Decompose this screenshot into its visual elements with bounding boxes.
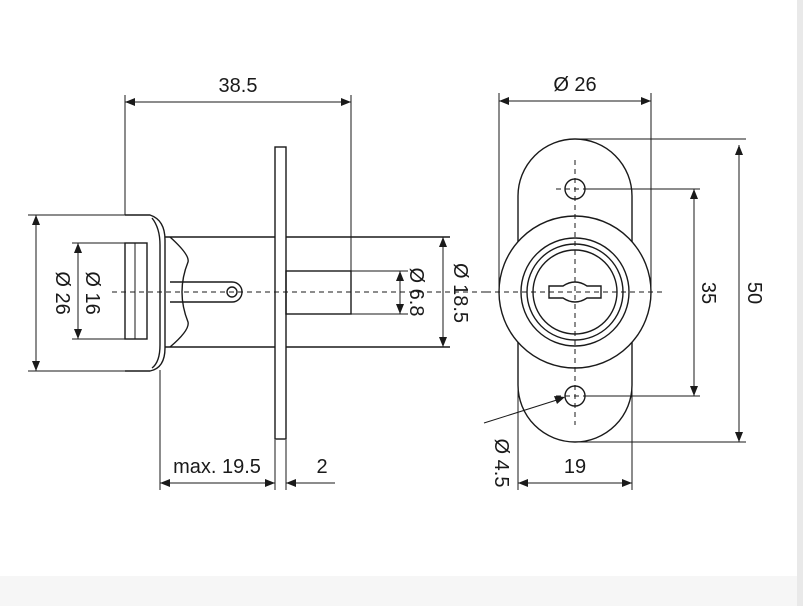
front-view: Ø 26 35 50 19 Ø — [483, 74, 765, 490]
dim-bore-dia: Ø 16 — [81, 271, 103, 314]
mounting-plate — [274, 146, 287, 440]
dim-body-dia: Ø 18.5 — [449, 263, 471, 323]
leader-line — [483, 398, 561, 424]
keyway — [548, 281, 602, 303]
dim-length: 38.5 — [219, 75, 258, 97]
dim-pin-dia: Ø 6.8 — [405, 268, 427, 317]
dim-plate-thickness: 2 — [316, 456, 327, 478]
front-bezel — [498, 215, 652, 369]
body-cutaway — [169, 236, 189, 348]
dim-hole-dia: Ø 4.5 — [490, 439, 512, 488]
lock-bezel — [125, 214, 166, 372]
cam-hole — [226, 286, 238, 298]
dim-plate-width: 19 — [564, 456, 586, 478]
arrow — [554, 396, 565, 404]
dim-hole-spacing: 35 — [697, 282, 719, 304]
side-view: 38.5 Ø 26 Ø 16 — [28, 75, 488, 490]
cylinder-ring-outer — [520, 237, 630, 347]
dim-plate-height: 50 — [743, 282, 765, 304]
dim-flange-dia: Ø 26 — [51, 271, 73, 314]
dim-max-depth: max. 19.5 — [173, 456, 261, 478]
right-edge — [797, 0, 803, 606]
dim-front-dia: Ø 26 — [553, 74, 596, 96]
bezel-front — [124, 242, 148, 340]
bezel-inner — [151, 217, 161, 369]
arrow — [286, 479, 296, 487]
bottom-band — [0, 576, 803, 606]
